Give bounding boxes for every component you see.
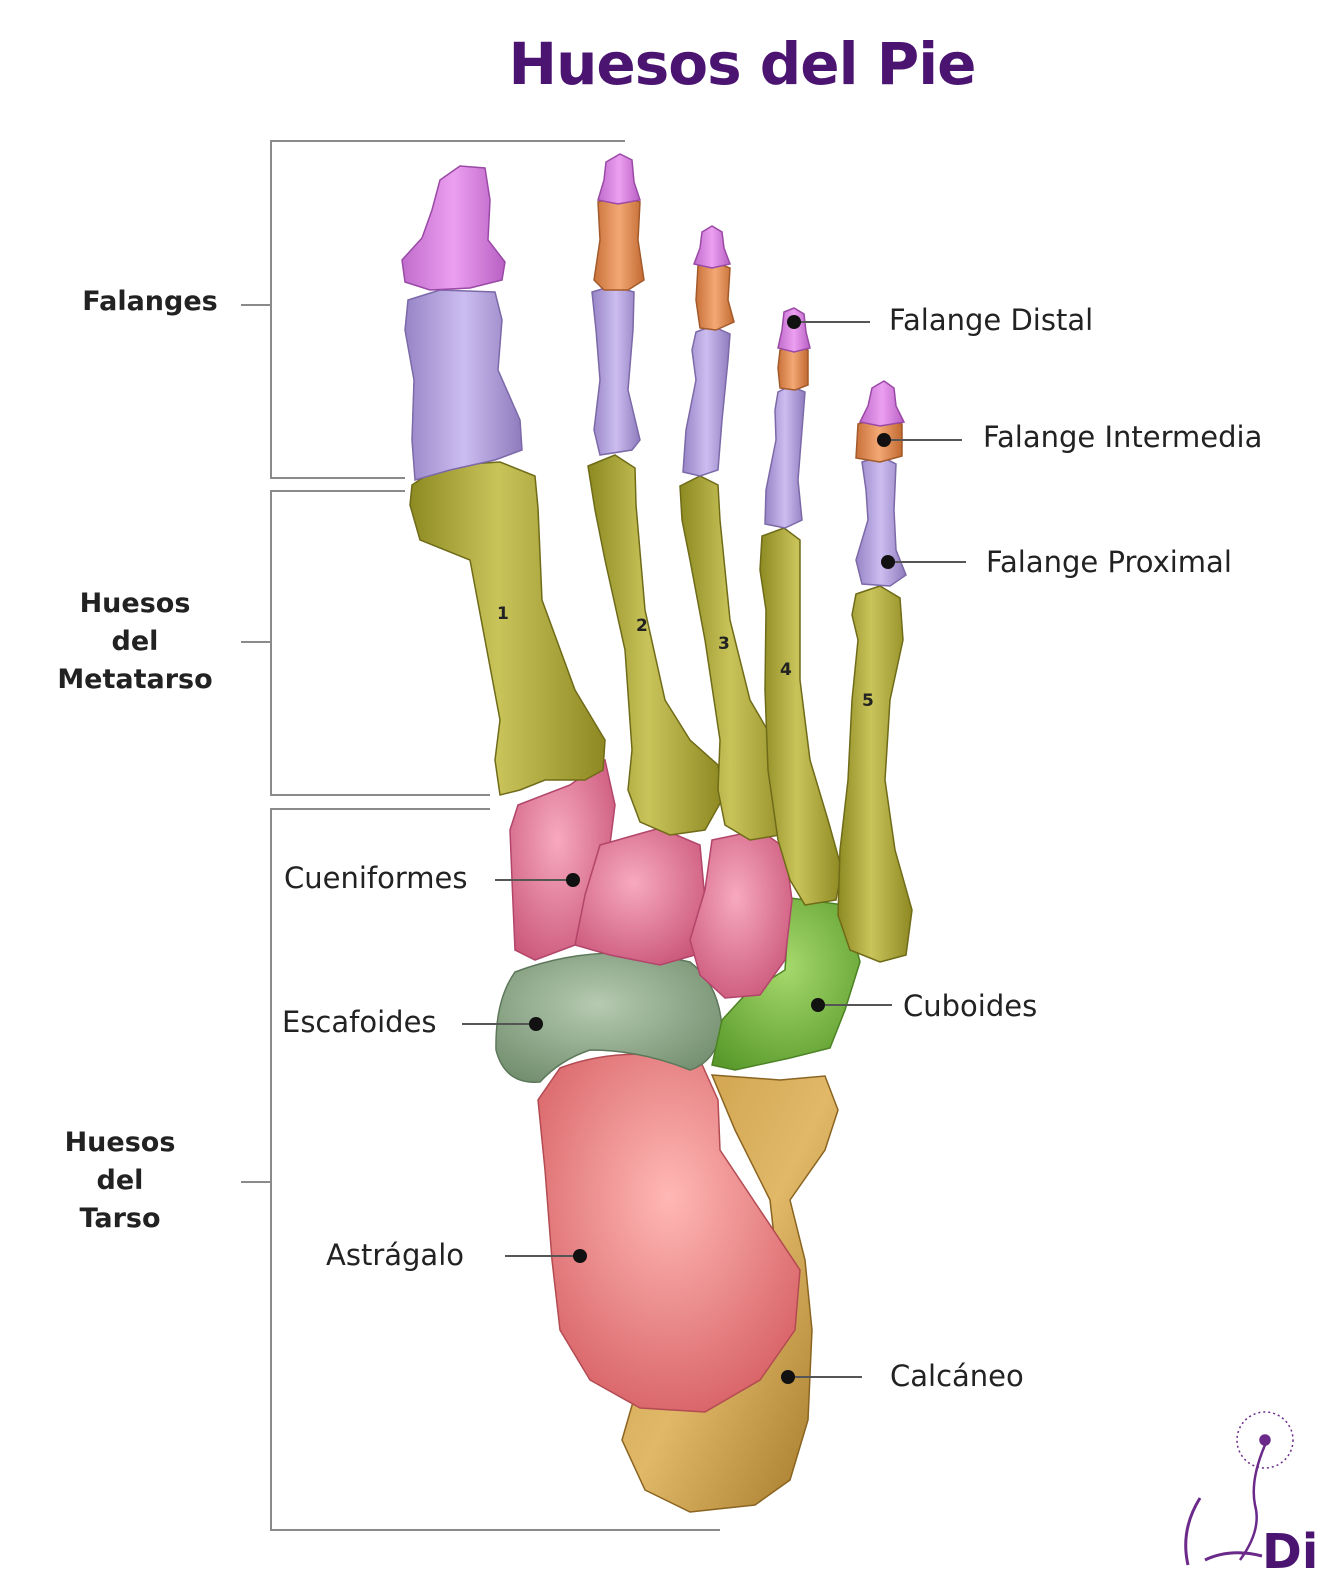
metatarsal-1-bone bbox=[410, 462, 605, 795]
falange-proximal-3-bone bbox=[683, 326, 730, 476]
falange-distal-1-bone bbox=[402, 166, 505, 290]
falange-proximal-5-bone bbox=[856, 456, 906, 586]
metatarsal-number-2: 2 bbox=[636, 616, 648, 636]
falanges-text: Falanges bbox=[82, 286, 218, 317]
falange-proximal-1-bone bbox=[405, 290, 522, 480]
metatarsal-5-bone bbox=[838, 586, 912, 962]
tarso-line-2: del bbox=[40, 1162, 200, 1200]
metatarsal-number-3: 3 bbox=[718, 634, 730, 654]
label-cueniformes: Cueniformes bbox=[284, 861, 467, 895]
group-label-tarso: Huesos del Tarso bbox=[40, 1124, 200, 1238]
metatarso-line-1: Huesos bbox=[40, 585, 230, 623]
falange-intermedia-3-bone bbox=[696, 262, 734, 330]
falange-proximal-4-bone bbox=[765, 386, 805, 528]
metatarsal-number-1: 1 bbox=[497, 604, 509, 624]
label-astragalo: Astrágalo bbox=[326, 1238, 464, 1272]
cueniforme-lateral-bone bbox=[690, 830, 792, 998]
metatarsal-number-4: 4 bbox=[780, 660, 792, 680]
falange-distal-5-bone bbox=[860, 381, 904, 426]
label-cuboides: Cuboides bbox=[903, 989, 1037, 1023]
falange-distal-4-bone bbox=[778, 308, 810, 352]
group-label-metatarso: Huesos del Metatarso bbox=[40, 585, 230, 699]
falange-proximal-2-bone bbox=[592, 286, 640, 455]
label-falange-distal: Falange Distal bbox=[889, 303, 1093, 337]
logo-text: Di bbox=[1262, 1528, 1318, 1576]
metatarsal-number-5: 5 bbox=[862, 691, 874, 711]
falange-intermedia-2-bone bbox=[594, 196, 644, 290]
falange-distal-3-bone bbox=[694, 226, 730, 268]
falange-intermedia-4-bone bbox=[778, 346, 808, 390]
metatarso-line-3: Metatarso bbox=[40, 661, 230, 699]
label-falange-intermedia: Falange Intermedia bbox=[983, 420, 1262, 454]
group-label-falanges: Falanges bbox=[60, 283, 240, 321]
label-falange-proximal: Falange Proximal bbox=[986, 545, 1232, 579]
tarso-line-1: Huesos bbox=[40, 1124, 200, 1162]
label-calcaneo: Calcáneo bbox=[890, 1359, 1024, 1393]
metatarso-line-2: del bbox=[40, 623, 230, 661]
tarso-line-3: Tarso bbox=[40, 1200, 200, 1238]
label-escafoides: Escafoides bbox=[282, 1005, 437, 1039]
falange-distal-2-bone bbox=[598, 154, 640, 204]
